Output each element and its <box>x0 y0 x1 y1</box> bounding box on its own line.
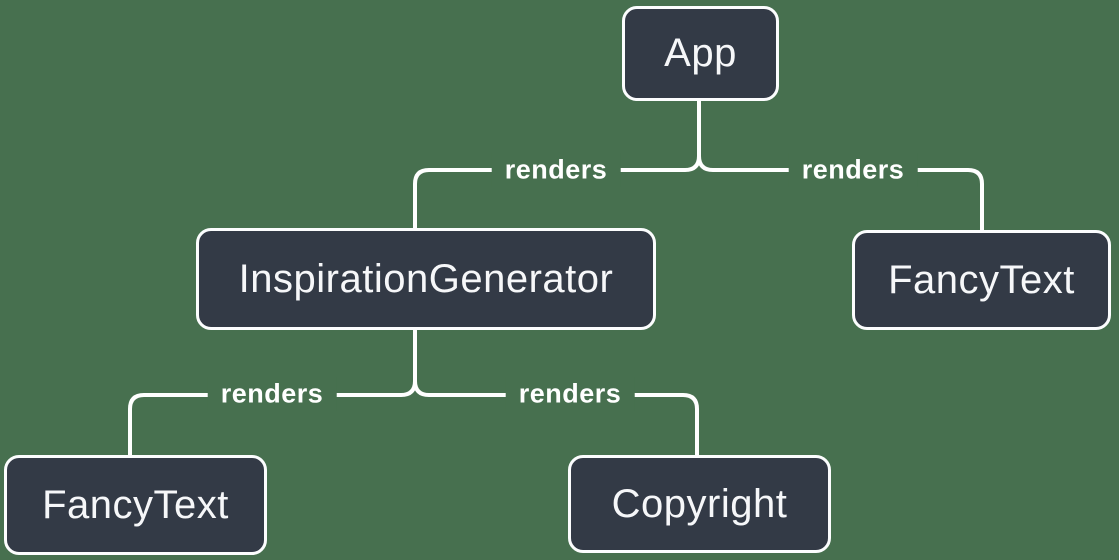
node-fancy-text-right: FancyText <box>852 230 1111 330</box>
edge-label-renders-inspirationgenerator-copyright: renders <box>505 376 635 412</box>
node-copyright: Copyright <box>568 455 831 553</box>
edge-label-renders-app-inspirationgenerator: renders <box>491 152 621 188</box>
node-inspiration-generator: InspirationGenerator <box>196 228 656 330</box>
node-fancy-text-left: FancyText <box>4 455 267 555</box>
edge-label-renders-app-fancytext: renders <box>788 152 918 188</box>
node-app: App <box>622 6 779 101</box>
edge-label-renders-inspirationgenerator-fancytext: renders <box>207 376 337 412</box>
